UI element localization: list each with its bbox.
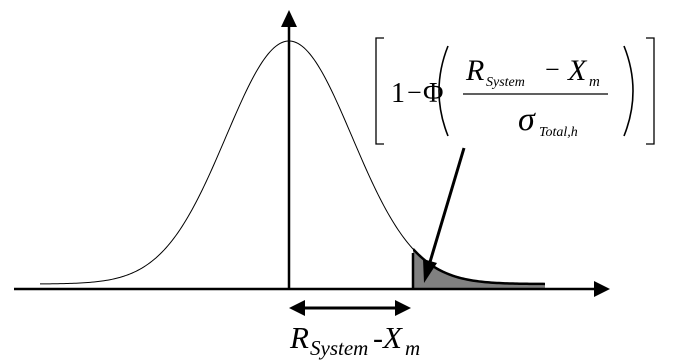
formula-minus: − [407,78,422,107]
formula-denominator-sub: Total,h [539,125,578,140]
formula-left-paren [438,45,449,137]
formula-numerator-x-sub: m [589,74,600,90]
formula-right-bracket [646,37,655,145]
width-label: R System - X m [289,320,420,360]
formula: 1 − Φ R System − X m σ Total,h [391,54,600,140]
width-arrow-right-head [395,300,411,316]
width-label-r: R [289,320,309,355]
width-label-dash: - [373,322,383,355]
pointer-arrow-shaft [428,147,466,263]
width-label-x-sub: m [405,336,420,360]
formula-numerator-x: X [567,54,588,87]
pointer-arrow-head [423,259,437,283]
width-arrow-left-head [289,300,305,316]
x-axis-arrowhead [594,281,610,297]
formula-numerator-minus: − [545,55,560,84]
formula-one: 1 [391,78,405,109]
tail-outline [413,248,546,286]
tail-area [413,248,545,288]
formula-phi: Φ [423,78,443,109]
formula-right-paren [623,45,634,137]
formula-numerator-r: R [465,54,484,87]
formula-left-bracket [375,37,384,145]
formula-numerator-r-sub: System [486,75,525,90]
width-label-r-sub: System [310,336,368,360]
width-label-x: X [381,320,403,355]
formula-denominator-sigma: σ [518,101,536,138]
y-axis-arrowhead [281,10,297,27]
